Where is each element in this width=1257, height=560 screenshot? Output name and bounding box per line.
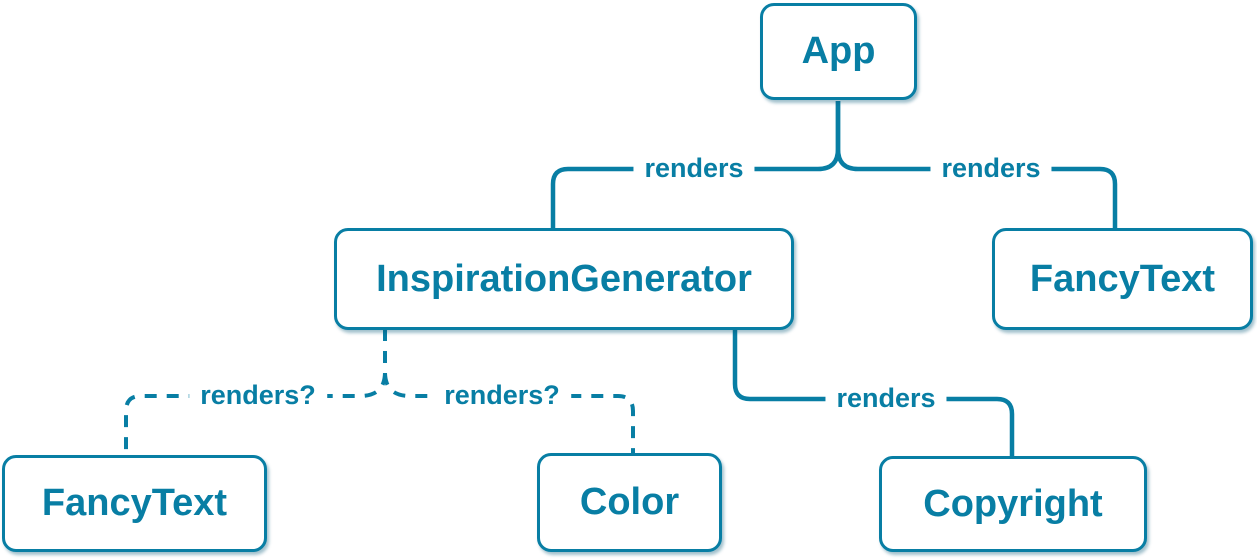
node-inspiration-generator-label: InspirationGenerator [376,257,752,300]
node-color-label: Color [579,481,680,523]
node-app-label: App [801,30,876,72]
node-fancy-text-bottom-label: FancyText [41,482,228,524]
edge-label-renders-app-fancytext: renders [930,152,1052,186]
node-copyright: Copyright [879,456,1147,552]
edge-inspirationgenerator-to-fancytext-dashed [124,329,387,456]
node-fancy-text-top: FancyText [992,228,1253,330]
node-color: Color [537,453,722,552]
edge-label-renders-app-inspirationgenerator: renders [633,152,755,186]
edge-label-renders-question-fancytext: renders? [189,379,327,413]
node-app: App [760,3,917,100]
node-copyright-label: Copyright [923,482,1103,525]
node-inspiration-generator: InspirationGenerator [334,228,794,330]
edge-label-renders-copyright: renders [825,382,947,416]
node-fancy-text-top-label: FancyText [1029,257,1216,300]
edge-label-renders-question-color: renders? [433,379,571,413]
node-fancy-text-bottom: FancyText [2,455,267,552]
